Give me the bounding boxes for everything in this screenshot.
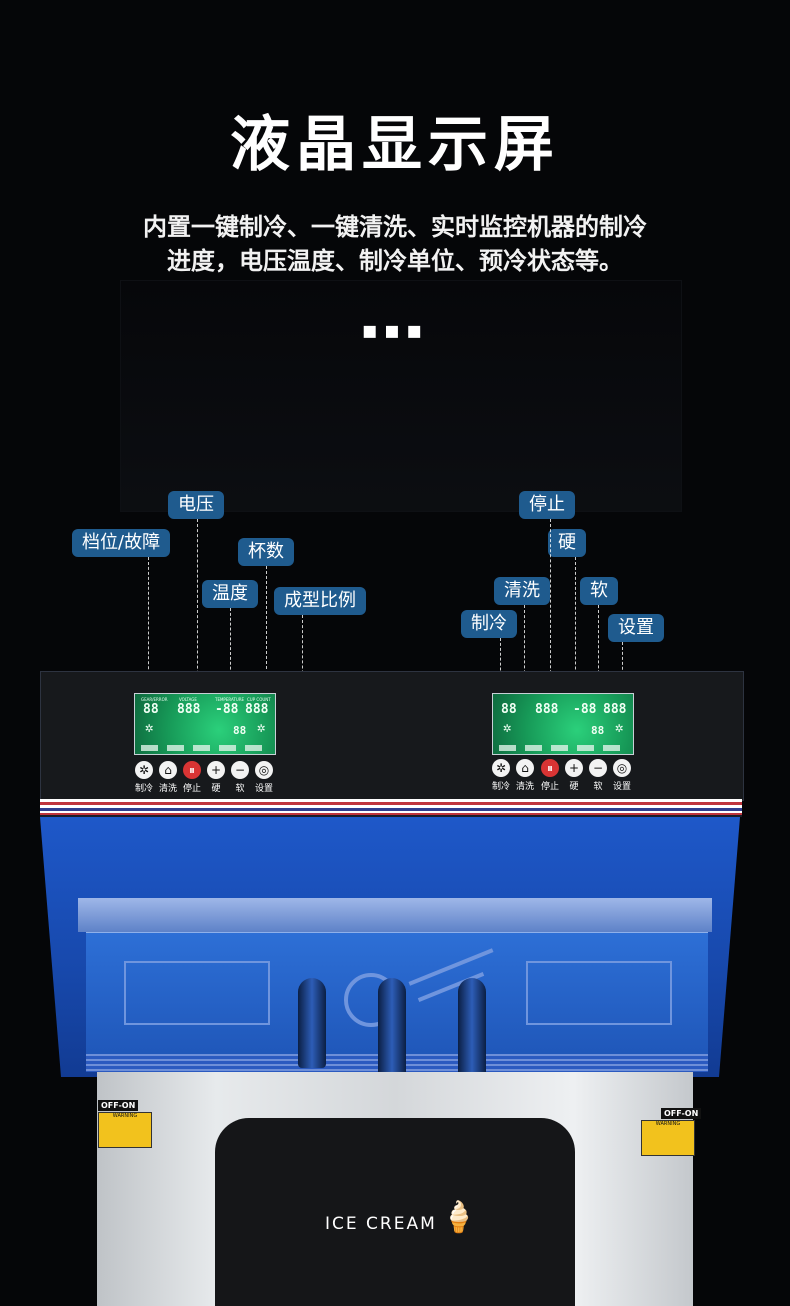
warning-sticker-left: WARNING	[98, 1112, 152, 1148]
fan-icon: ✲	[503, 720, 512, 736]
lcd-hdr-gear: GEAR/ERROR	[141, 697, 168, 702]
lcd-ratio: 88	[233, 724, 247, 737]
lcd-voltage: 888	[177, 702, 201, 717]
lcd-mode-clean	[193, 745, 210, 751]
lcd-hdr-temp: TEMPERATURE	[215, 697, 245, 702]
leader-voltage	[197, 519, 198, 699]
cool-button-right[interactable]: ✲	[492, 759, 510, 777]
cool-label-left: 制冷	[134, 784, 153, 794]
lcd-screen-right: 88 888 -88 888 88 ✲ ✲	[492, 693, 634, 755]
lcd-gear: 88	[143, 702, 159, 717]
lcd-cups: 888	[603, 702, 627, 717]
settings-button-right[interactable]: ◎	[613, 759, 631, 777]
clean-label-right: 清洗	[515, 782, 534, 792]
lcd-temp: -88	[573, 702, 597, 717]
lcd-hdr-cups: CUP COUNT	[247, 697, 271, 702]
cool-label-right: 制冷	[491, 782, 510, 792]
settings-button-left[interactable]: ◎	[255, 761, 273, 779]
stop-label-right: 停止	[540, 782, 559, 792]
leader-stop	[550, 519, 551, 759]
lcd-mode-preset	[603, 745, 620, 751]
offon-label-left: OFF-ON	[98, 1100, 139, 1111]
lcd-mode-clean	[551, 745, 568, 751]
callout-gear-fault: 档位/故障	[72, 529, 171, 557]
soft-label-left: 软	[235, 784, 245, 794]
lcd-cups: 888	[245, 702, 269, 717]
soft-button-right[interactable]: −	[589, 759, 607, 777]
hard-label-left: 硬	[211, 784, 221, 794]
callout-clean: 清洗	[494, 577, 550, 605]
lcd-ratio: 88	[591, 724, 605, 737]
callout-hard: 硬	[548, 529, 586, 557]
dispenser-handle-left[interactable]	[298, 978, 326, 1068]
fan-icon-right: ✲	[615, 720, 624, 736]
settings-label-left: 设置	[254, 784, 273, 794]
callout-cups: 杯数	[238, 538, 294, 566]
clean-button-left[interactable]: ⌂	[159, 761, 177, 779]
stop-button-left[interactable]: ⏸	[183, 761, 201, 779]
page-heading: 液晶显示屏	[230, 110, 560, 180]
stop-label-left: 停止	[182, 784, 201, 794]
leader-hard	[575, 557, 576, 759]
lcd-voltage: 888	[535, 702, 559, 717]
description-line-2: 进度，电压温度、制冷单位、预冷状态等。	[167, 247, 623, 275]
lcd-mode-standby	[141, 745, 158, 751]
lcd-mode-cool	[525, 745, 542, 751]
clean-label-left: 清洗	[158, 784, 177, 794]
machine-shelf	[78, 898, 712, 932]
settings-label-right: 设置	[612, 782, 631, 792]
lcd-screen-left: GEAR/ERROR VOLTAGE TEMPERATURE CUP COUNT…	[134, 693, 276, 755]
callout-ratio: 成型比例	[274, 587, 366, 615]
stop-button-right[interactable]: ⏸	[541, 759, 559, 777]
lcd-mode-preset	[245, 745, 262, 751]
callout-temperature: 温度	[202, 580, 258, 608]
soft-button-left[interactable]: −	[231, 761, 249, 779]
callout-stop: 停止	[519, 491, 575, 519]
cool-button-left[interactable]: ✲	[135, 761, 153, 779]
warning-sticker-right: WARNING	[641, 1120, 695, 1156]
description-line-1: 内置一键制冷、一键清洗、实时监控机器的制冷	[143, 213, 647, 241]
callout-settings: 设置	[608, 614, 664, 642]
leader-gear	[148, 557, 149, 699]
callout-cool: 制冷	[461, 610, 517, 638]
fan-icon: ✲	[145, 720, 154, 736]
warning-text-right: WARNING	[655, 1121, 681, 1127]
background-machine-ghost	[120, 280, 682, 512]
screen-frame-right	[526, 961, 672, 1025]
brand-text: ICE CREAM	[325, 1214, 437, 1234]
dispensing-head	[215, 1118, 575, 1306]
feature-description: 内置一键制冷、一键清洗、实时监控机器的制冷 进度，电压温度、制冷单位、预冷状态等…	[40, 210, 750, 278]
leader-temp	[230, 608, 231, 699]
clean-button-right[interactable]: ⌂	[516, 759, 534, 777]
warning-text-left: WARNING	[112, 1113, 138, 1119]
lcd-mode-fresh	[577, 745, 594, 751]
leader-cups	[266, 566, 267, 699]
lcd-hdr-volt: VOLTAGE	[179, 697, 197, 702]
lcd-temp: -88	[215, 702, 239, 717]
hard-button-left[interactable]: +	[207, 761, 225, 779]
lcd-mode-fresh	[219, 745, 236, 751]
soft-label-right: 软	[593, 782, 603, 792]
lcd-mode-standby	[499, 745, 516, 751]
fan-icon-right: ✲	[257, 720, 266, 736]
lcd-gear: 88	[501, 702, 517, 717]
dispenser-handle-right[interactable]	[458, 978, 486, 1078]
hard-label-right: 硬	[569, 782, 579, 792]
ice-cream-icon: 🍦	[440, 1200, 478, 1235]
lcd-mode-cool	[167, 745, 184, 751]
decorative-stripes	[40, 799, 742, 817]
callout-soft: 软	[580, 577, 618, 605]
offon-label-right: OFF-ON	[661, 1108, 702, 1119]
callout-voltage: 电压	[168, 491, 224, 519]
screen-frame-left	[124, 961, 270, 1025]
divider-dots: ▪▪▪	[361, 316, 429, 344]
hard-button-right[interactable]: +	[565, 759, 583, 777]
